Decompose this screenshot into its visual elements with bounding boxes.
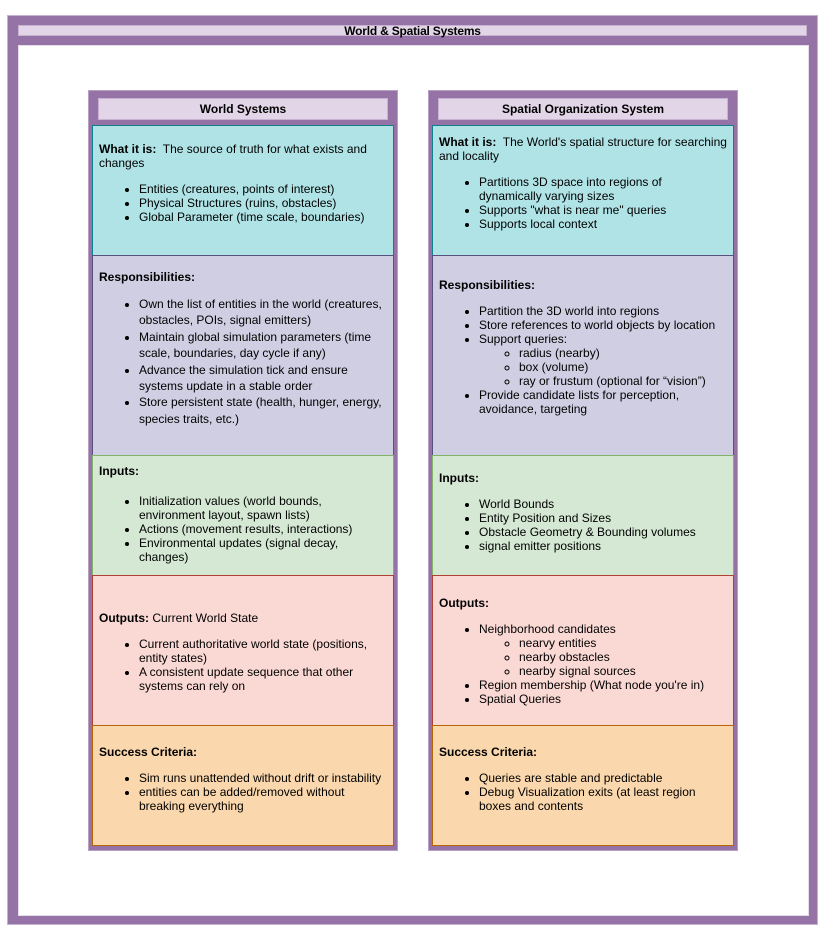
world-what-list: Entities (creatures, points of interest)… xyxy=(99,182,387,224)
list-item: nearvy entities xyxy=(519,636,727,650)
list-item: Actions (movement results, interactions) xyxy=(139,522,387,536)
query-types-list: radius (nearby) box (volume) ray or frus… xyxy=(479,346,727,388)
list-item: Initialization values (world bounds, env… xyxy=(139,494,387,522)
world-outputs-list: Current authoritative world state (posit… xyxy=(99,637,387,693)
list-item: Maintain global simulation parameters (t… xyxy=(139,329,387,362)
spatial-inputs-list: World Bounds Entity Position and Sizes O… xyxy=(439,497,727,553)
list-item: box (volume) xyxy=(519,360,727,374)
world-inputs-section: Inputs: Initialization values (world bou… xyxy=(92,455,394,576)
list-item: Support queries: radius (nearby) box (vo… xyxy=(479,332,727,388)
spatial-responsibilities-list: Partition the 3D world into regions Stor… xyxy=(439,304,727,416)
list-item: signal emitter positions xyxy=(479,539,727,553)
world-success-list: Sim runs unattended without drift or ins… xyxy=(99,771,387,813)
list-item: Obstacle Geometry & Bounding volumes xyxy=(479,525,727,539)
world-what-it-is-section: What it is: The source of truth for what… xyxy=(92,125,394,256)
list-item: Queries are stable and predictable xyxy=(479,771,727,785)
list-item: Entities (creatures, points of interest) xyxy=(139,182,387,196)
spatial-responsibilities-label: Responsibilities: xyxy=(439,278,536,292)
list-item: Partition the 3D world into regions xyxy=(479,304,727,318)
list-item: Provide candidate lists for perception, … xyxy=(479,388,727,416)
list-item: A consistent update sequence that other … xyxy=(139,665,387,693)
list-item: Partitions 3D space into regions of dyna… xyxy=(479,175,727,203)
list-item: Global Parameter (time scale, boundaries… xyxy=(139,210,387,224)
spatial-success-list: Queries are stable and predictable Debug… xyxy=(439,771,727,813)
list-item: Current authoritative world state (posit… xyxy=(139,637,387,665)
list-item: entities can be added/removed without br… xyxy=(139,785,387,813)
spatial-what-it-is-section: What it is: The World's spatial structur… xyxy=(432,125,734,256)
list-item: Advance the simulation tick and ensure s… xyxy=(139,362,387,395)
spatial-success-label: Success Criteria: xyxy=(439,745,538,759)
world-success-label: Success Criteria: xyxy=(99,745,198,759)
list-item: Supports "what is near me" queries xyxy=(479,203,727,217)
list-item: Spatial Queries xyxy=(479,692,727,706)
spatial-inputs-label: Inputs: xyxy=(439,471,479,485)
list-item: Supports local context xyxy=(479,217,727,231)
world-what-text: What it is: The source of truth for what… xyxy=(99,142,371,170)
list-item: Entity Position and Sizes xyxy=(479,511,727,525)
list-item: Own the list of entities in the world (c… xyxy=(139,296,387,329)
world-inputs-label: Inputs: xyxy=(99,464,139,478)
world-responsibilities-section: Responsibilities: Own the list of entiti… xyxy=(92,255,394,456)
list-item: Store references to world objects by loc… xyxy=(479,318,727,332)
world-systems-header: World Systems xyxy=(98,98,388,120)
spatial-outputs-label: Outputs: xyxy=(439,596,489,610)
spatial-responsibilities-section: Responsibilities: Partition the 3D world… xyxy=(432,255,734,456)
world-success-section: Success Criteria: Sim runs unattended wi… xyxy=(92,725,394,846)
list-item: Sim runs unattended without drift or ins… xyxy=(139,771,387,785)
list-item: Region membership (What node you're in) xyxy=(479,678,727,692)
list-item: World Bounds xyxy=(479,497,727,511)
list-item: Physical Structures (ruins, obstacles) xyxy=(139,196,387,210)
list-item: nearby obstacles xyxy=(519,650,727,664)
world-outputs-section: Outputs: Current World State Current aut… xyxy=(92,575,394,726)
neighborhood-candidates-list: nearvy entities nearby obstacles nearby … xyxy=(479,636,727,678)
spatial-what-text: What it is: The World's spatial structur… xyxy=(439,135,731,163)
world-responsibilities-label: Responsibilities: xyxy=(99,270,196,284)
list-item: Debug Visualization exits (at least regi… xyxy=(479,785,727,813)
spatial-success-section: Success Criteria: Queries are stable and… xyxy=(432,725,734,846)
list-item: radius (nearby) xyxy=(519,346,727,360)
spatial-outputs-section: Outputs: Neighborhood candidates nearvy … xyxy=(432,575,734,726)
spatial-inputs-section: Inputs: World Bounds Entity Position and… xyxy=(432,455,734,576)
world-responsibilities-list: Own the list of entities in the world (c… xyxy=(99,296,387,427)
world-outputs-text: Outputs: Current World State xyxy=(99,611,259,625)
world-systems-column: World Systems What it is: The source of … xyxy=(88,90,398,851)
diagram-title: World & Spatial Systems xyxy=(18,25,807,37)
spatial-organization-header: Spatial Organization System xyxy=(438,98,728,120)
list-item: ray or frustum (optional for “vision”) xyxy=(519,374,727,388)
list-item: Neighborhood candidates nearvy entities … xyxy=(479,622,727,678)
spatial-what-list: Partitions 3D space into regions of dyna… xyxy=(439,175,727,231)
spatial-outputs-list: Neighborhood candidates nearvy entities … xyxy=(439,622,727,706)
spatial-organization-column: Spatial Organization System What it is: … xyxy=(428,90,738,851)
list-item: Store persistent state (health, hunger, … xyxy=(139,394,387,427)
list-item: Environmental updates (signal decay, cha… xyxy=(139,536,387,564)
world-inputs-list: Initialization values (world bounds, env… xyxy=(99,494,387,564)
list-item: nearby signal sources xyxy=(519,664,727,678)
